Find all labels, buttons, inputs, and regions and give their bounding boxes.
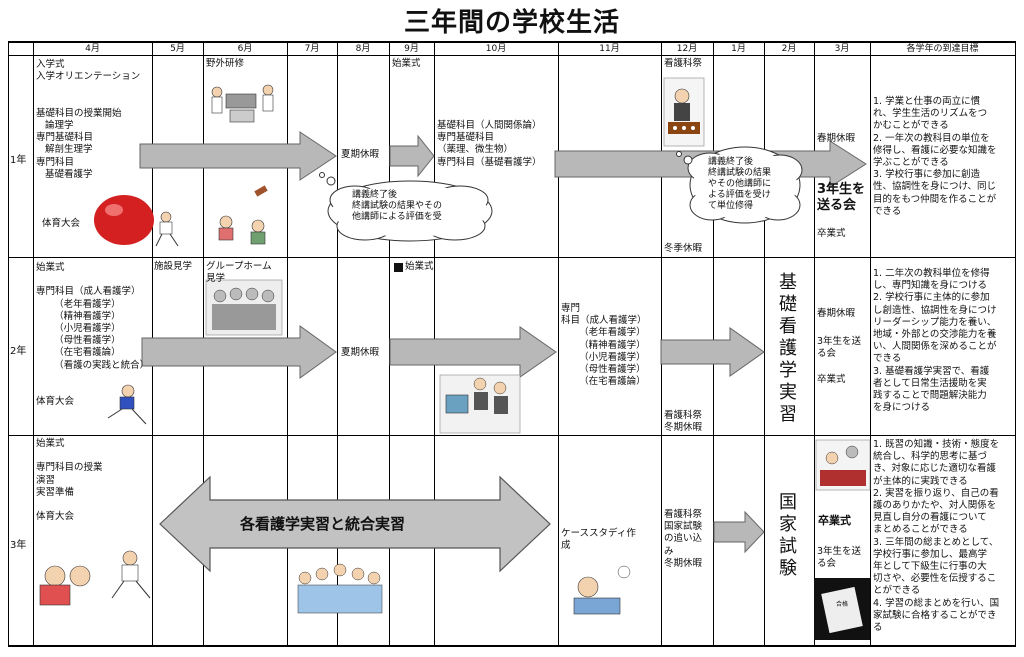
col-line xyxy=(1015,41,1016,646)
month-header-dec: 12月 xyxy=(676,44,698,54)
y1-oct-subjects: 基礎科目（人間関係論） 専門基礎科目 （薬理、微生物） 専門科目（基礎看護学） xyxy=(437,120,542,168)
y3-goals: 1. 既習の知識・技術・態度を 統合し、科学的思考に基づ き、対象に応じた適切な… xyxy=(873,439,1000,634)
year-label-3: 3年 xyxy=(10,540,27,551)
header-divider xyxy=(8,55,1016,56)
y1-aug-summer: 夏期休暇 xyxy=(341,149,380,160)
welcome-badge-icon xyxy=(394,263,403,272)
y2-sports-day: 体育大会 xyxy=(36,396,75,407)
y3-feb-national-exam: 国 家 試 験 xyxy=(779,492,797,579)
y1-mar-farewell: 3年生を 送る会 xyxy=(817,182,866,213)
graduation-ceremony-illustration xyxy=(815,439,871,491)
month-header-aug: 8月 xyxy=(355,44,371,54)
svg-text:合格: 合格 xyxy=(836,600,848,608)
computer-study-illustration xyxy=(439,374,521,434)
row-divider-1 xyxy=(8,257,1016,258)
y2-dec-events: 看護科祭 冬期休暇 xyxy=(664,410,703,434)
y1-mar-graduation: 卒業式 xyxy=(817,228,846,239)
y1-mar-spring: 春期休暇 xyxy=(817,133,856,144)
row-divider-2 xyxy=(8,435,1016,436)
y2-feb-practicum: 基 礎 看 護 学 実 習 xyxy=(779,272,797,425)
exam-document-illustration: 合格 xyxy=(814,578,870,640)
arrow-y1-apr-jul xyxy=(139,131,337,181)
y2-may-visit: 施設見学 xyxy=(154,261,193,272)
col-line xyxy=(558,41,559,646)
arrow-y2-sep-oct xyxy=(389,326,557,378)
y3-mar-farewell: 3年生を送 る会 xyxy=(817,546,862,570)
y2-apr-events: 始業式 専門科目（成人看護学） （老年看護学） （精神看護学） （小児看護学） … xyxy=(36,262,150,371)
y2-mar-spring: 春期休暇 xyxy=(817,308,856,319)
month-header-feb: 2月 xyxy=(781,44,797,54)
thought-bubble-1 xyxy=(319,172,493,242)
y1-jun-outdoor: 野外研修 xyxy=(206,58,245,69)
students-group-illustration-y3 xyxy=(297,563,383,614)
runner-illustration-y2 xyxy=(107,384,147,425)
month-header-oct: 10月 xyxy=(485,44,507,54)
col-line xyxy=(870,41,871,646)
group-photo-illustration xyxy=(205,279,283,336)
y1-bubble2-text: 講義終了後 終講試験の結果 やその他講師に よる評価を受け て単位修得 xyxy=(708,157,772,211)
month-header-sep: 9月 xyxy=(404,44,419,54)
y1-sep-ceremony: 始業式 xyxy=(392,58,421,69)
month-header-nov: 11月 xyxy=(599,44,620,54)
nursing-festival-illustration xyxy=(663,77,705,147)
y3-mar-graduation: 卒業式 xyxy=(818,514,851,527)
month-header-jul: 7月 xyxy=(304,44,320,54)
y1-dec-winter: 冬季休暇 xyxy=(664,243,703,254)
y2-aug-summer: 夏期休暇 xyxy=(341,347,380,358)
y3-apr-events: 始業式 専門科目の授業 演習 実習準備 体育大会 xyxy=(36,438,103,523)
y1-bubble1-text: 講義終了後 終講試験の結果やその 他講師による評価を受 xyxy=(352,190,443,222)
case-study-writing-illustration xyxy=(573,565,631,615)
goals-header: 各学年の到達目標 xyxy=(906,44,979,54)
arrow-y3-practicum xyxy=(159,475,551,573)
y3-practicum-label: 各看護学実習と統合実習 xyxy=(240,515,406,533)
students-crafting-illustration xyxy=(218,185,268,245)
table-border-bottom xyxy=(8,645,1016,647)
y3-nov-casestudy: ケーススタディ作 成 xyxy=(561,528,636,552)
arrow-y1-sep xyxy=(389,134,435,178)
outdoor-training-illustration xyxy=(211,84,274,123)
y2-sep-ceremony: 始業式 xyxy=(405,261,434,272)
year-label-1: 1年 xyxy=(10,155,27,166)
col-line xyxy=(764,41,765,646)
page-title: 三年間の学校生活 xyxy=(403,8,620,38)
month-header-mar: 3月 xyxy=(834,44,850,54)
y2-jun-grouphome: グループホーム 見学 xyxy=(206,261,272,285)
y3-dec-events: 看護科祭 国家試験 の追い込 み 冬期休暇 xyxy=(664,509,703,569)
y1-sports-day: 体育大会 xyxy=(42,218,81,229)
y2-mar-farewell: 3年生を送 る会 xyxy=(817,336,862,360)
year-label-2: 2年 xyxy=(10,346,27,357)
month-header-may: 5月 xyxy=(170,44,185,54)
arrow-y3-dec-jan xyxy=(713,510,765,554)
y2-nov-subjects: 専門 科目（成人看護学） （老年看護学） （精神看護学） （小児看護学） （母性… xyxy=(561,303,647,388)
col-line xyxy=(33,41,34,646)
month-header-jun: 6月 xyxy=(237,44,253,54)
arrow-y2-apr-jul xyxy=(141,325,337,379)
y2-mar-graduation: 卒業式 xyxy=(817,374,846,385)
month-header-jan: 1月 xyxy=(731,44,746,54)
y1-dec-festival: 看護科祭 xyxy=(664,58,703,69)
arrow-y2-dec-jan xyxy=(660,327,765,377)
col-line xyxy=(814,41,815,646)
y2-goals: 1. 二年次の教科単位を修得 し、専門知識を身につける 2. 学校行事に主体的に… xyxy=(873,268,997,414)
table-border-top xyxy=(8,41,1016,43)
month-header-apr: 4月 xyxy=(85,44,100,54)
y1-goals: 1. 学業と仕事の両立に慣 れ、学生生活のリズムをつ かむことができる 2. 一… xyxy=(873,96,997,217)
col-line xyxy=(8,41,9,646)
thought-bubble-2 xyxy=(676,146,803,224)
sports-children-illustration-y3 xyxy=(39,550,151,606)
y1-apr-events: 入学式 入学オリエンテーション 基礎科目の授業開始 論理学 専門基礎科目 解剖生… xyxy=(36,59,141,180)
red-balloon-illustration xyxy=(94,195,179,247)
col-line xyxy=(337,41,338,646)
